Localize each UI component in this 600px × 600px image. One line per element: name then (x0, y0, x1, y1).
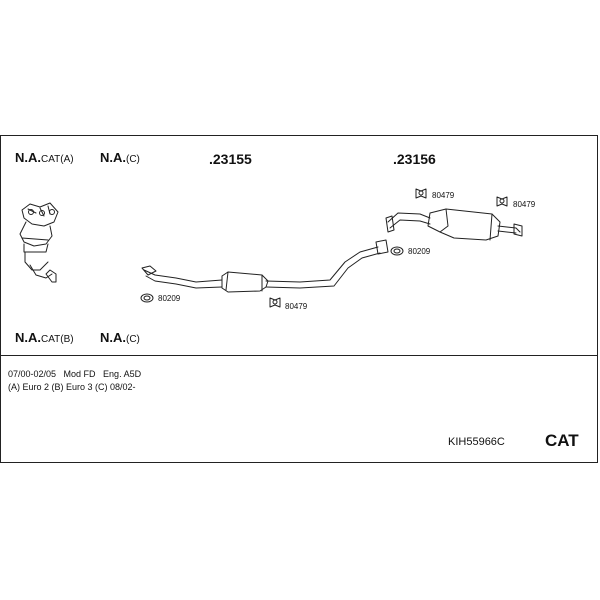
callout-symbols (140, 188, 508, 308)
catalytic-converter-drawing (19, 202, 59, 283)
info-line-1: 07/00-02/05 Mod FD Eng. A5D (8, 369, 142, 379)
callout-clamp-right: 80209 (408, 247, 431, 256)
rear-silencer-drawing (385, 208, 523, 241)
info-line-2: (A) Euro 2 (B) Euro 3 (C) 08/02- (8, 382, 136, 392)
part-number-23155: .23155 (209, 151, 252, 167)
callout-hanger-mid: 80479 (285, 302, 308, 311)
callout-hanger-top-right: 80479 (513, 200, 536, 209)
label-na-cat-b: N.A.CAT(B) (15, 330, 74, 345)
section-divider (0, 355, 598, 356)
diagram-frame (0, 135, 598, 463)
callout-clamp-left: 80209 (158, 294, 181, 303)
label-na-c-bottom: N.A.(C) (100, 330, 140, 345)
callout-hanger-top-left: 80479 (432, 191, 455, 200)
part-number-23156: .23156 (393, 151, 436, 167)
category-badge: CAT (545, 431, 579, 450)
label-na-c-top: N.A.(C) (100, 150, 140, 165)
middle-pipe-drawing (141, 239, 389, 293)
kit-code: KIH55966C (448, 436, 505, 448)
label-na-cat-a: N.A.CAT(A) (15, 150, 74, 165)
